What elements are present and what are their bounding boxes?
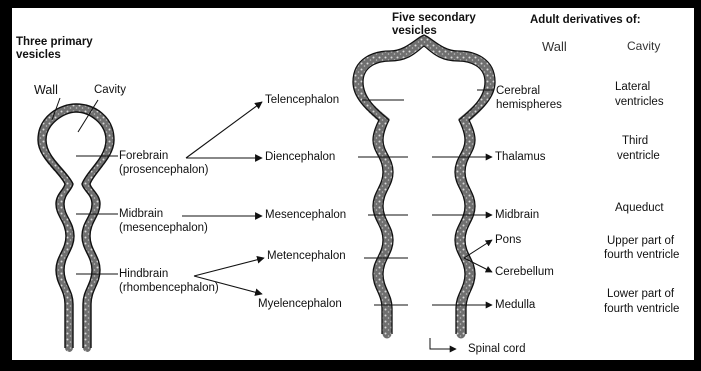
secondary-vesicle-tube — [358, 40, 490, 334]
primary-header-line1: Three primary — [16, 36, 93, 49]
myelencephalon-label: Myelencephalon — [258, 298, 342, 311]
midbrain-adult-label: Midbrain — [495, 209, 539, 222]
lower-part-label: Lower part of — [607, 288, 674, 301]
cerebellum-label: Cerebellum — [495, 266, 554, 279]
ventricle-label: ventricle — [617, 150, 660, 163]
primary-vesicle-outline — [38, 104, 114, 348]
prosencephalon-label: (prosencephalon) — [119, 164, 209, 177]
arrow-forebrain-telencephalon — [186, 102, 262, 158]
thalamus-label: Thalamus — [495, 151, 546, 164]
telencephalon-label: Telencephalon — [265, 94, 339, 107]
hemispheres-label: hemispheres — [496, 99, 562, 112]
primary-vesicle-tube — [42, 108, 110, 348]
pons-label: Pons — [495, 234, 521, 247]
mesencephalon-secondary-label: Mesencephalon — [265, 209, 346, 222]
lateral-label: Lateral — [615, 81, 650, 94]
midbrain-label: Midbrain — [119, 208, 163, 221]
spinal-cord-label: Spinal cord — [468, 343, 526, 356]
forebrain-label: Forebrain — [119, 150, 168, 163]
third-label: Third — [622, 135, 648, 148]
cavity-label: Cavity — [94, 84, 126, 97]
cavity-column-header: Cavity — [627, 40, 660, 53]
upper-part-label: Upper part of — [607, 235, 674, 248]
rhombencephalon-label: (rhombencephalon) — [119, 282, 219, 295]
wall-column-header: Wall — [542, 40, 567, 53]
medulla-label: Medulla — [495, 299, 535, 312]
ventricles-label: ventricles — [615, 96, 664, 109]
hindbrain-label: Hindbrain — [119, 268, 168, 281]
spinal-cord-arrow — [430, 338, 456, 349]
secondary-vesicle-outline — [353, 35, 495, 334]
aqueduct-label: Aqueduct — [615, 202, 664, 215]
pons-arrow — [464, 240, 492, 258]
wall-label: Wall — [34, 84, 58, 97]
diagram-drawing — [12, 8, 694, 360]
diencephalon-label: Diencephalon — [265, 151, 335, 164]
mesencephalon-label: (mesencephalon) — [119, 222, 208, 235]
arrow-hindbrain-metencephalon — [194, 258, 264, 276]
metencephalon-label: Metencephalon — [267, 250, 346, 263]
secondary-header-line1: Five secondary — [392, 12, 476, 25]
cerebral-label: Cerebral — [496, 85, 540, 98]
primary-header-line2: vesicles — [16, 49, 61, 62]
lower-fourth-ventricle-label: fourth ventricle — [604, 303, 679, 316]
secondary-header-line2: vesicles — [392, 25, 437, 38]
adult-derivatives-header: Adult derivatives of: — [530, 14, 641, 27]
diagram-panel: Three primary vesicles Five secondary ve… — [12, 8, 694, 360]
upper-fourth-ventricle-label: fourth ventricle — [604, 249, 679, 262]
